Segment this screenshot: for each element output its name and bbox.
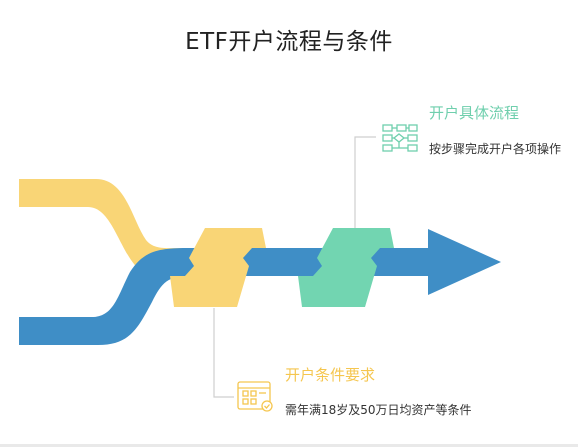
flowchart-icon bbox=[381, 124, 419, 152]
form-checklist-icon bbox=[237, 381, 275, 413]
process-desc: 按步骤完成开户各项操作 bbox=[429, 142, 562, 156]
yellow-step-block bbox=[170, 228, 266, 307]
green-step-block bbox=[298, 228, 394, 307]
requirements-connector-line bbox=[213, 308, 234, 398]
requirements-desc: 需年满18岁及50万日均资产等条件 bbox=[285, 403, 472, 417]
requirements-title: 开户条件要求 bbox=[285, 366, 376, 384]
arrow-head bbox=[428, 229, 501, 295]
process-connector-line bbox=[354, 136, 376, 229]
yellow-band bbox=[19, 179, 186, 277]
blue-band bbox=[19, 248, 190, 345]
bottom-divider bbox=[0, 444, 578, 447]
page-title: ETF开户流程与条件 bbox=[185, 29, 393, 55]
process-title: 开户具体流程 bbox=[429, 104, 520, 122]
